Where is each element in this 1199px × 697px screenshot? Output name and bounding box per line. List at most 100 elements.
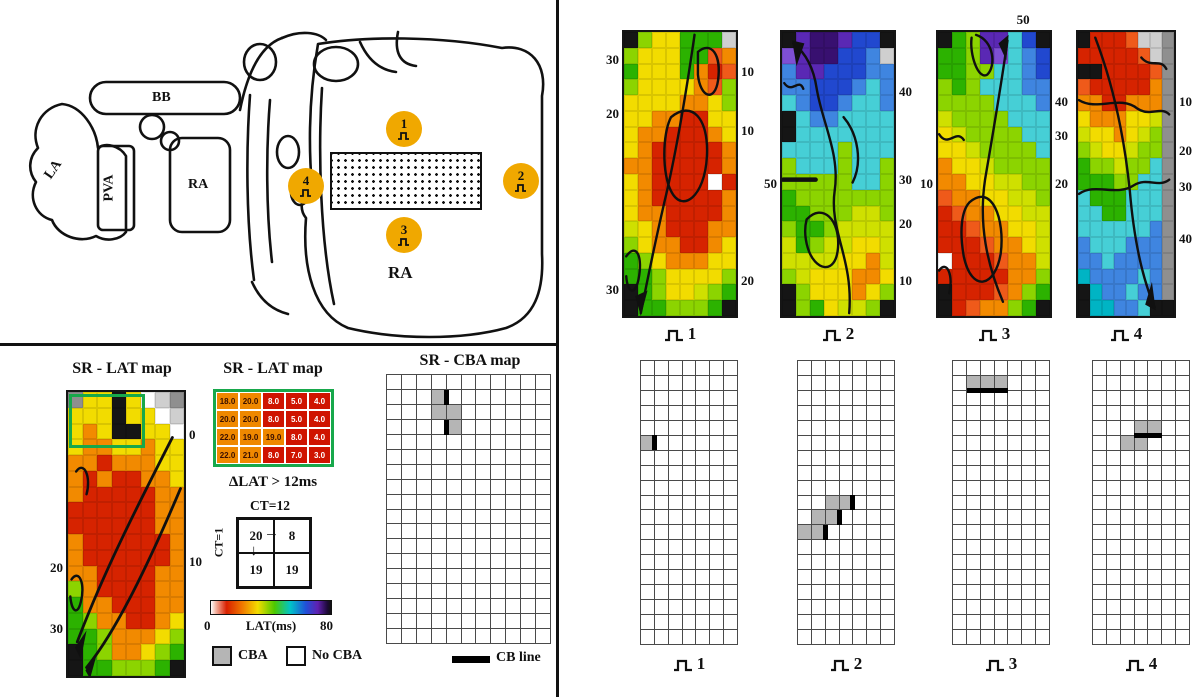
heatmap-cell — [1162, 252, 1174, 269]
heatmap-cell — [810, 300, 824, 316]
heatmap-cell — [824, 79, 838, 96]
grid-cell — [696, 630, 710, 644]
grid-cell — [476, 599, 491, 614]
heatmap-cell — [169, 612, 184, 629]
grid-cell — [521, 614, 536, 629]
grid-cell — [1120, 361, 1134, 375]
grid-cell — [839, 480, 853, 495]
heatmap-cell — [810, 284, 824, 301]
axis-tick: 30 — [606, 52, 619, 68]
heatmap-cell — [810, 221, 824, 238]
axis-tick: 50 — [1016, 12, 1030, 27]
heatmap-cell — [722, 189, 736, 206]
grid-cell — [881, 570, 894, 585]
paced-cba-grid-1 — [640, 360, 738, 645]
grid-cell — [521, 554, 536, 569]
grid-cell — [654, 420, 668, 435]
grid-cell — [881, 375, 894, 390]
conduction-block-contour — [793, 43, 850, 313]
conduction-block-contour — [664, 111, 707, 202]
grid-cell — [953, 510, 966, 525]
heatmap-cell — [638, 189, 652, 206]
grid-cell — [1106, 570, 1120, 585]
grid-cell — [825, 465, 839, 480]
heatmap-cell — [994, 189, 1008, 206]
lat-value-cell: 7.0 — [285, 446, 308, 464]
heatmap-cell — [810, 237, 824, 253]
heatmap-cell — [838, 158, 852, 174]
pulse-icon — [300, 188, 311, 197]
heatmap-cell — [666, 47, 680, 64]
contour-overlay — [1078, 32, 1174, 316]
grid-cell — [641, 570, 654, 585]
pulse-icon — [398, 237, 409, 246]
lat-value-cell: 22.0 — [216, 428, 239, 446]
grid-cell — [682, 375, 696, 390]
lat-value-cell: 20.0 — [239, 410, 262, 428]
conduction-block-contour — [1145, 281, 1156, 311]
grid-cell — [1036, 585, 1049, 600]
heatmap-cell — [880, 189, 894, 206]
paced-map-label-2: 2 — [780, 324, 896, 344]
heatmap-cell — [97, 407, 112, 424]
heatmap-cell — [952, 268, 966, 285]
heatmap-cell — [624, 95, 638, 111]
grid-cell — [401, 464, 416, 479]
lat-value-cell: 4.0 — [308, 428, 331, 446]
grid-cell — [1120, 450, 1134, 465]
heatmap-cell — [782, 158, 796, 174]
grid-cell — [416, 554, 431, 569]
grid-cell — [1176, 480, 1189, 495]
grid-cell — [980, 555, 994, 570]
grid-cell — [446, 479, 461, 494]
grid-cell — [387, 419, 401, 434]
grid-cell — [641, 555, 654, 570]
grid-cell — [1106, 630, 1120, 644]
grid-cell — [416, 599, 431, 614]
heatmap-cell — [82, 502, 97, 519]
heatmap-cell — [694, 205, 708, 222]
heatmap-cell — [880, 173, 894, 190]
grid-cell — [536, 509, 550, 524]
grid-cell — [853, 525, 867, 540]
grid-cell — [811, 600, 825, 615]
heatmap-cell — [1162, 205, 1174, 222]
grid-cell — [1134, 510, 1148, 525]
grid-cell — [724, 600, 737, 615]
grid-cell — [696, 615, 710, 630]
grid-cell — [536, 434, 550, 449]
grid-cell — [724, 480, 737, 495]
heatmap-cell — [624, 189, 638, 206]
site-number: 1 — [687, 324, 697, 343]
grid-cell — [710, 585, 724, 600]
grid-cell — [506, 509, 521, 524]
grid-cell — [506, 404, 521, 419]
grid-cell — [953, 495, 966, 510]
grid-cell — [881, 390, 894, 405]
grid-cell — [1162, 510, 1176, 525]
heatmap-cell — [838, 79, 852, 96]
pulse-icon — [1110, 329, 1129, 342]
grid-cell — [980, 510, 994, 525]
site-number: 3 — [1008, 654, 1018, 673]
grid-cell — [1176, 465, 1189, 480]
grid-cell — [994, 405, 1008, 420]
grid-cell — [1134, 435, 1148, 450]
grid-cell — [1120, 465, 1134, 480]
grid-cell — [491, 599, 506, 614]
grid-cell — [1036, 405, 1049, 420]
grid-cell — [536, 629, 550, 643]
grid-cell — [853, 390, 867, 405]
grid-cell — [1148, 510, 1162, 525]
grid-cell — [431, 554, 446, 569]
grid-cell — [682, 555, 696, 570]
grid-cell — [839, 465, 853, 480]
axis-tick: 10 — [741, 123, 754, 139]
conduction-block-contour — [939, 267, 951, 293]
paced-map-label-3: 3 — [936, 324, 1052, 344]
heatmap-cell — [155, 644, 170, 661]
grid-cell — [966, 555, 980, 570]
grid-cell — [966, 375, 980, 390]
grid-cell — [1120, 510, 1134, 525]
